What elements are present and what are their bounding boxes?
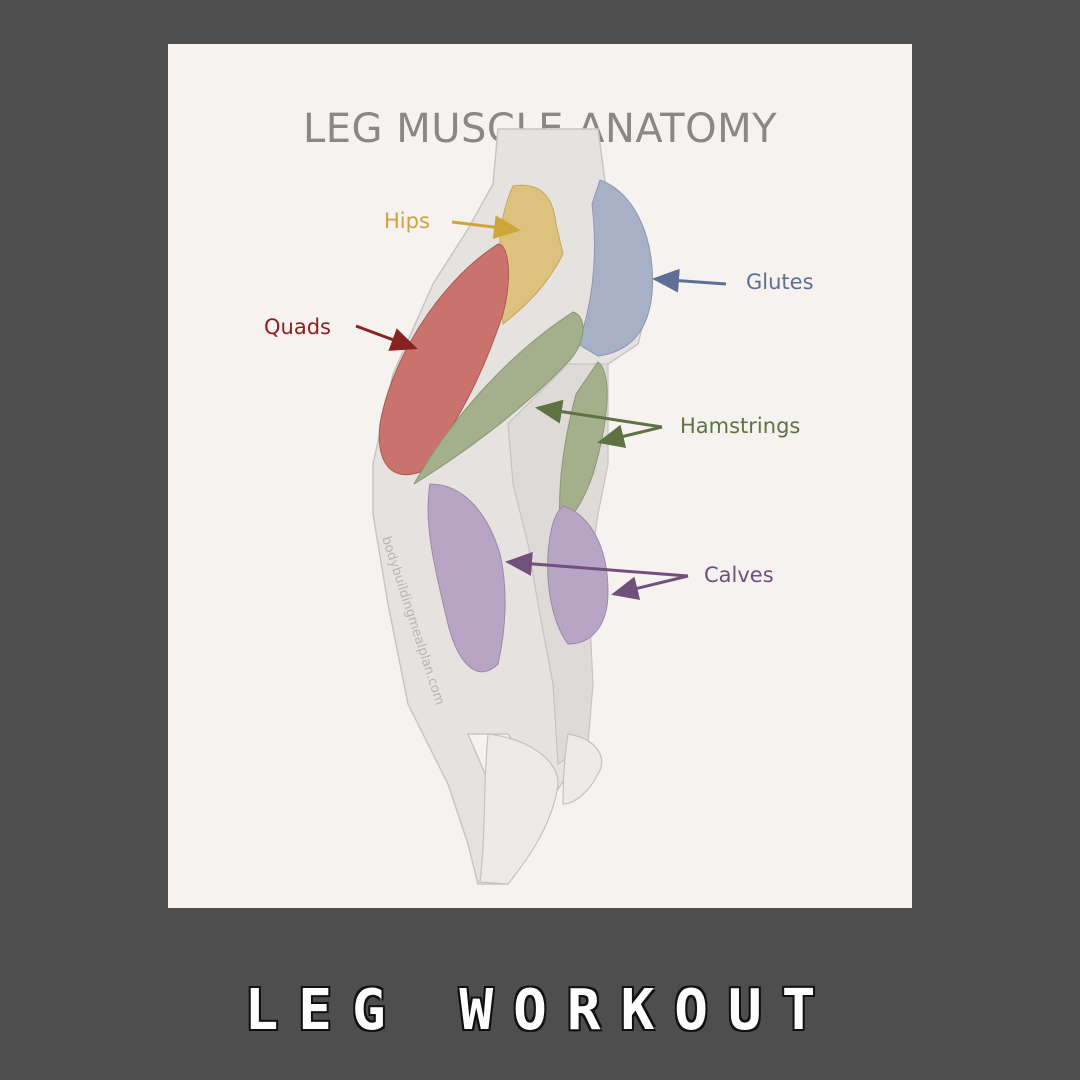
quads-label: Quads [264, 315, 331, 339]
glutes-label: Glutes [746, 270, 814, 294]
hips-arrow [451, 215, 521, 240]
hamstrings-arrow-2 [597, 424, 663, 449]
hamstrings-muscle [413, 311, 584, 485]
anatomy-card: LEG MUSCLE ANATOMY [168, 44, 912, 908]
quads-arrow [355, 324, 418, 351]
glutes-muscle [577, 179, 654, 357]
hamstrings-label: Hamstrings [680, 414, 800, 438]
calves-muscle-back [547, 505, 609, 645]
foot-front [479, 733, 559, 885]
leg-anatomy-illustration: Hips Glutes Quads Hamstrings Calves body… [264, 128, 814, 885]
calves-arrow-2 [611, 574, 689, 600]
hamstrings-arrow-1 [535, 399, 663, 429]
foot-back [562, 733, 603, 805]
hips-label: Hips [384, 209, 430, 233]
glutes-arrow [652, 268, 727, 293]
footer-title: LEG WORKOUT [244, 978, 836, 1043]
calves-muscle-front [427, 483, 506, 673]
calves-arrow-1 [505, 551, 689, 578]
calves-label: Calves [704, 563, 774, 587]
